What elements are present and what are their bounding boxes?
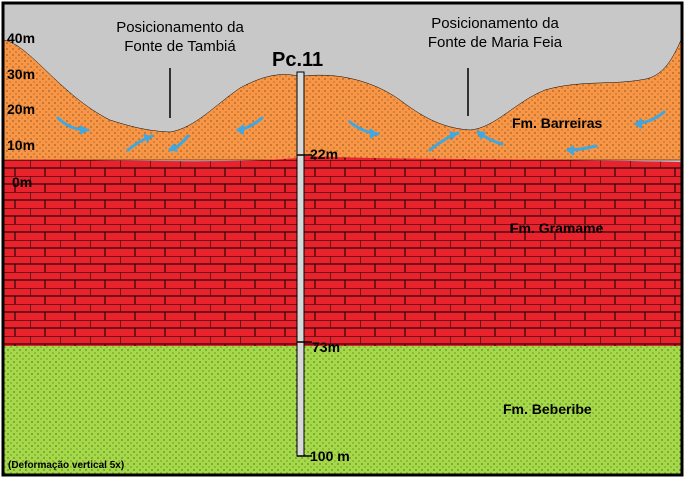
elevation-40: 40m	[7, 30, 36, 46]
maria-feia-label-line2: Fonte de Maria Feia	[427, 34, 563, 51]
vertical-exaggeration-note: (Deformação vertical 5x)	[8, 460, 125, 471]
maria-feia-label: Posicionamento da Fonte de Maria Feia	[405, 14, 585, 52]
depth-22: 22m	[310, 146, 339, 162]
elevation-0: 0m	[12, 174, 33, 190]
formation-barreiras: Fm. Barreiras	[512, 115, 603, 131]
flow-arrowhead-icon	[370, 128, 378, 139]
depth-100: 100 m	[310, 448, 350, 464]
tambia-label: Posicionamento da Fonte de Tambiá	[95, 18, 265, 56]
well-name: Pc.11	[272, 49, 324, 71]
flow-arrowhead-icon	[449, 131, 458, 140]
elevation-20: 20m	[7, 101, 36, 117]
maria-feia-label-line1: Posicionamento da	[431, 15, 559, 32]
elevation-30: 30m	[7, 66, 36, 82]
gramame-layer-right	[304, 156, 681, 346]
flow-arrowhead-icon	[634, 118, 642, 129]
gramame-layer	[4, 158, 298, 346]
tambia-label-line2: Fonte de Tambiá	[124, 38, 236, 55]
flow-arrowhead-icon	[236, 124, 244, 135]
barreiras-layer-right	[303, 39, 682, 161]
depth-73: 73m	[312, 339, 341, 355]
flow-arrowhead-icon	[476, 131, 486, 140]
formation-beberibe: Fm. Beberibe	[503, 401, 592, 417]
well-pc11	[296, 71, 305, 457]
elevation-10: 10m	[7, 137, 36, 153]
flow-arrowhead-icon	[80, 125, 88, 135]
formation-gramame: Fm. Gramame	[510, 220, 604, 236]
beberibe-layer	[4, 346, 681, 474]
flow-arrowhead-icon	[168, 143, 178, 152]
flow-arrowhead-icon	[143, 134, 152, 143]
flow-arrowhead-icon	[566, 145, 574, 156]
tambia-label-line1: Posicionamento da	[116, 19, 244, 36]
